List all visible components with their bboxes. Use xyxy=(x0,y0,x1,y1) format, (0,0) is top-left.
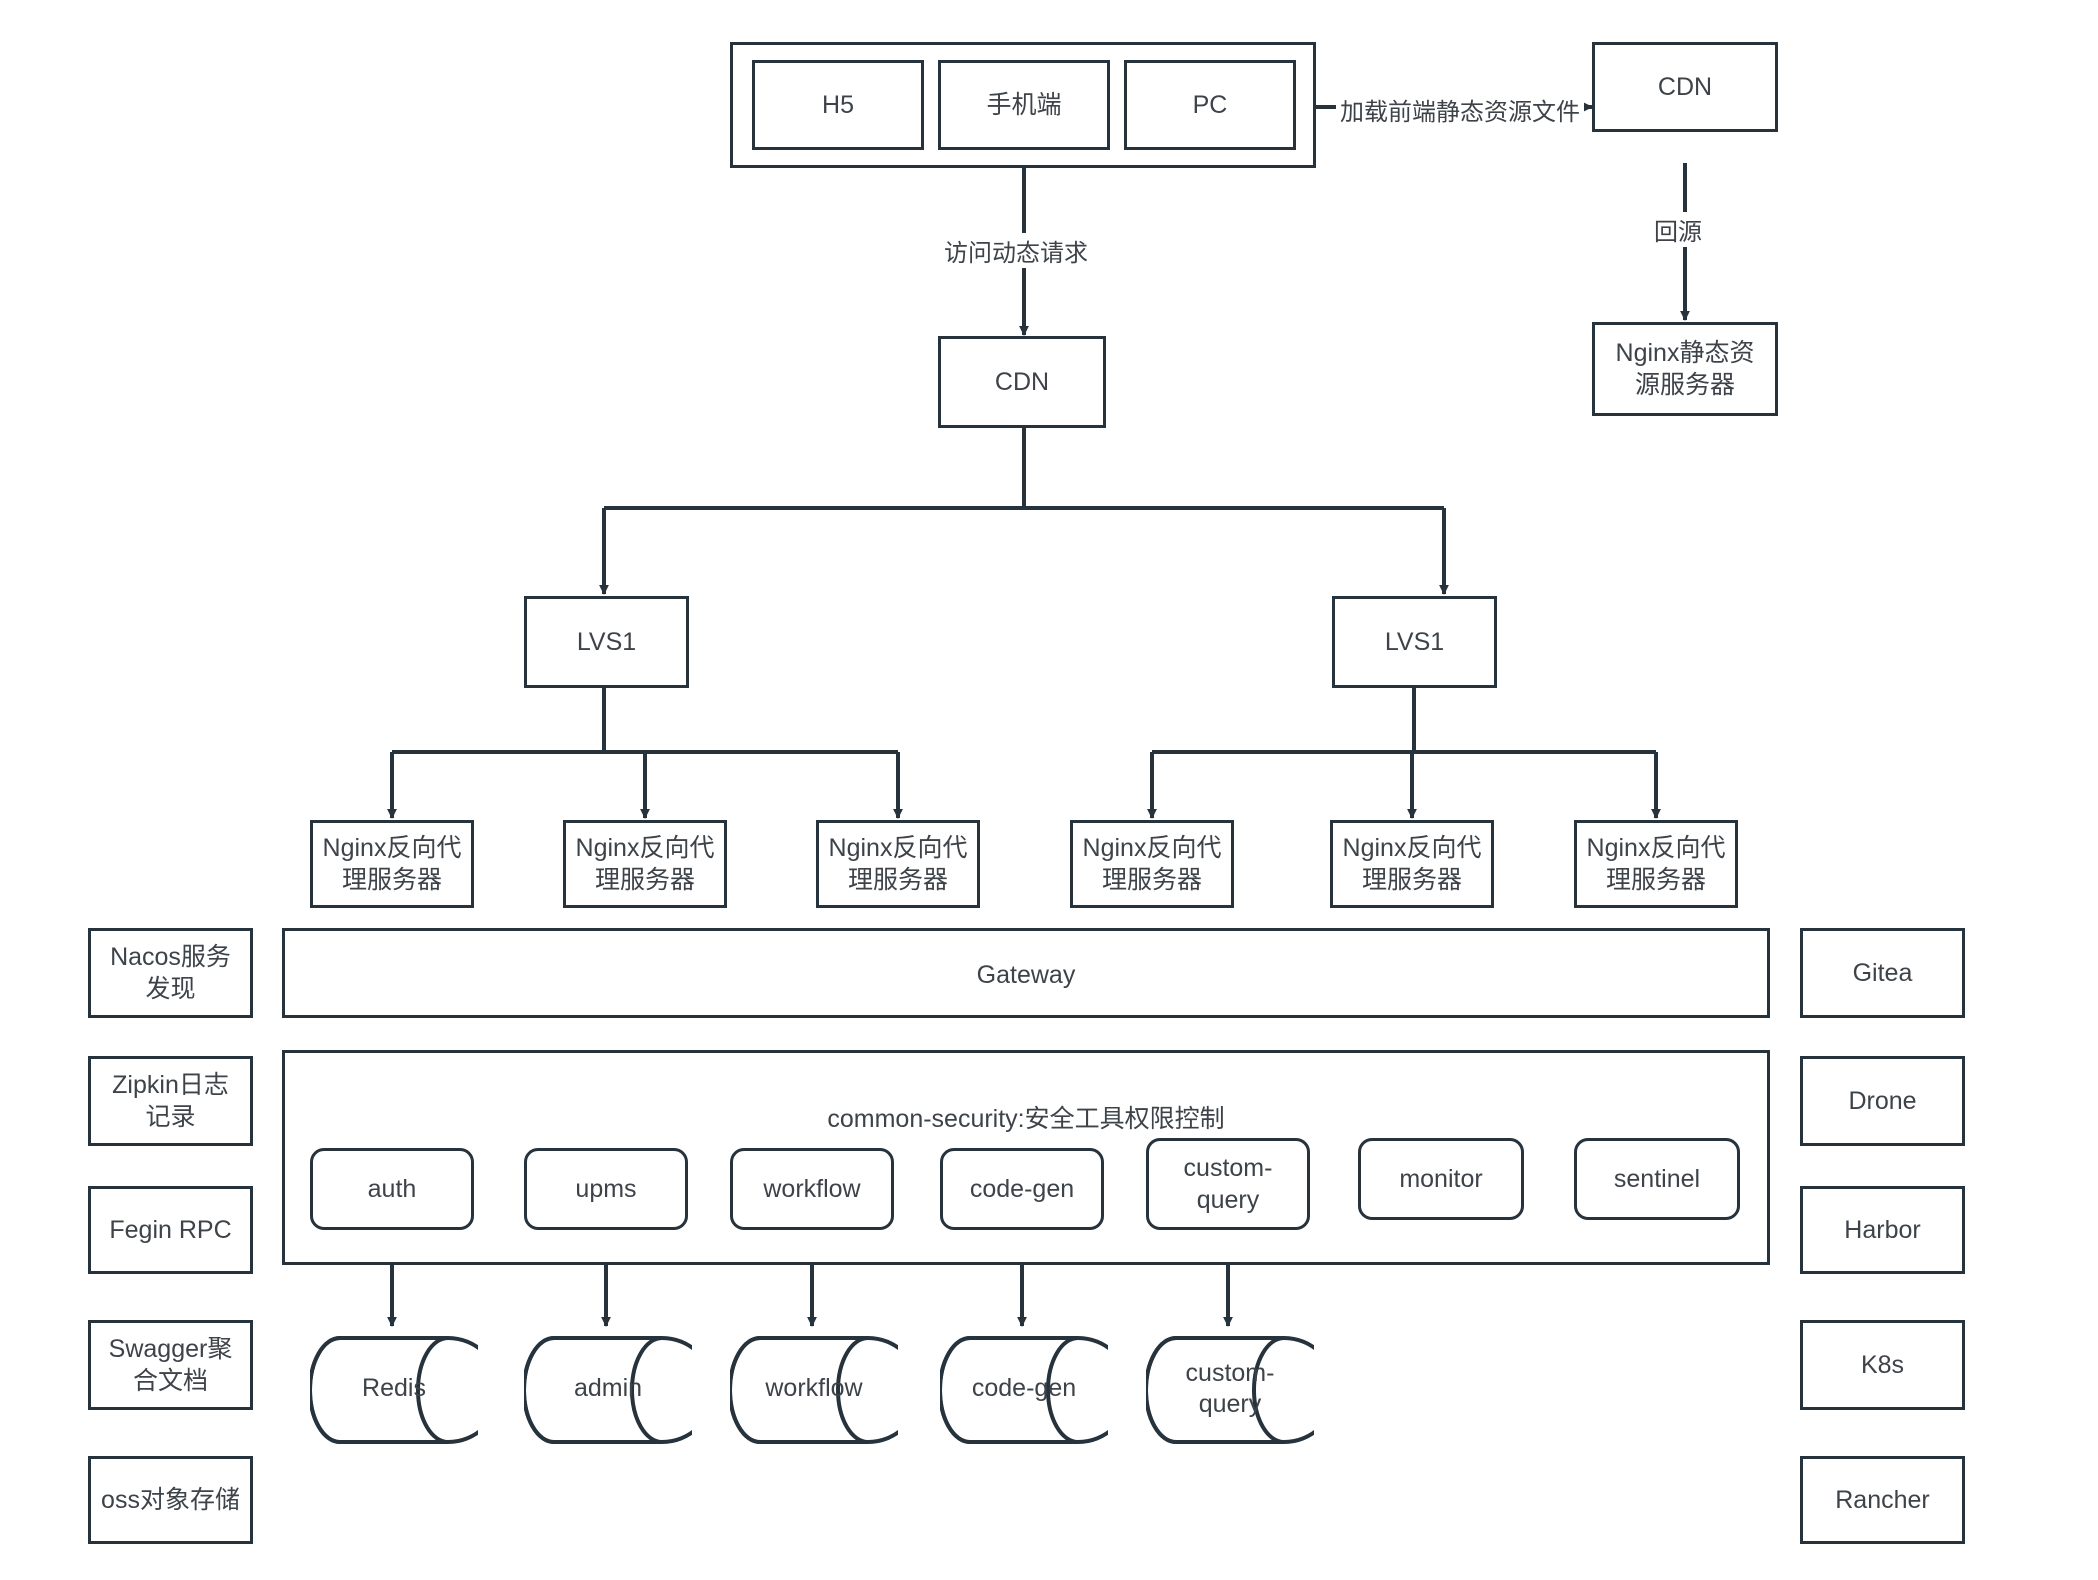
client-mobile[interactable]: 手机端 xyxy=(938,60,1110,150)
service-monitor-label: monitor xyxy=(1399,1165,1483,1193)
service-auth[interactable]: auth xyxy=(310,1148,474,1230)
sidebar-item-nacos[interactable]: Nacos服务 发现 xyxy=(88,928,253,1018)
dynamic-cdn-box[interactable]: CDN xyxy=(938,336,1106,428)
client-h5[interactable]: H5 xyxy=(752,60,924,150)
sidebar-item-nacos-label: Nacos服务 发现 xyxy=(110,943,231,1003)
datastore-admin-label: admin xyxy=(573,1374,643,1402)
gateway-label: Gateway xyxy=(976,961,1076,989)
nginx-proxy-3-label: Nginx反向代 理服务器 xyxy=(828,834,968,894)
service-monitor[interactable]: monitor xyxy=(1358,1138,1524,1220)
nginx-proxy-6-label: Nginx反向代 理服务器 xyxy=(1586,834,1726,894)
gateway-band[interactable]: Gateway xyxy=(282,928,1770,1018)
nginx-static-origin-label: Nginx静态资 源服务器 xyxy=(1615,339,1755,399)
nginx-proxy-3[interactable]: Nginx反向代 理服务器 xyxy=(816,820,980,908)
origin-pull-edge-label: 回源 xyxy=(1650,212,1706,247)
static-resource-edge-label: 加载前端静态资源文件 xyxy=(1336,92,1584,127)
service-code-gen[interactable]: code-gen xyxy=(940,1148,1104,1230)
service-workflow-label: workflow xyxy=(763,1175,861,1203)
datastore-workflow[interactable]: workflow xyxy=(730,1330,898,1450)
sidebar-item-harbor-label: Harbor xyxy=(1844,1216,1921,1244)
datastore-workflow-label: workflow xyxy=(765,1374,863,1402)
sidebar-item-k8s-label: K8s xyxy=(1860,1351,1905,1379)
lvs-box-1-label: LVS1 xyxy=(576,628,637,656)
datastore-code-gen-label: code-gen xyxy=(971,1374,1077,1402)
lvs-box-1[interactable]: LVS1 xyxy=(524,596,689,688)
client-pc[interactable]: PC xyxy=(1124,60,1296,150)
service-auth-label: auth xyxy=(367,1175,417,1203)
nginx-proxy-4[interactable]: Nginx反向代 理服务器 xyxy=(1070,820,1234,908)
sidebar-item-fegin-rpc-label: Fegin RPC xyxy=(109,1216,232,1244)
datastore-code-gen[interactable]: code-gen xyxy=(940,1330,1108,1450)
service-upms[interactable]: upms xyxy=(524,1148,688,1230)
nginx-proxy-5-label: Nginx反向代 理服务器 xyxy=(1342,834,1482,894)
dynamic-cdn-label: CDN xyxy=(994,368,1050,396)
datastore-custom-query[interactable]: custom- query xyxy=(1146,1330,1314,1450)
sidebar-item-gitea-label: Gitea xyxy=(1852,959,1913,987)
lvs-box-2-label: LVS1 xyxy=(1384,628,1445,656)
sidebar-item-swagger-label: Swagger聚 合文档 xyxy=(108,1335,233,1395)
datastore-admin[interactable]: admin xyxy=(524,1330,692,1450)
datastore-custom-query-label: custom- query xyxy=(1185,1359,1275,1419)
nginx-proxy-2[interactable]: Nginx反向代 理服务器 xyxy=(563,820,727,908)
nginx-proxy-1-label: Nginx反向代 理服务器 xyxy=(322,834,462,894)
client-pc-label: PC xyxy=(1192,91,1228,119)
client-h5-label: H5 xyxy=(822,91,854,119)
datastore-redis-label: Redis xyxy=(362,1374,426,1402)
sidebar-item-gitea[interactable]: Gitea xyxy=(1800,928,1965,1018)
sidebar-item-harbor[interactable]: Harbor xyxy=(1800,1186,1965,1274)
nginx-proxy-1[interactable]: Nginx反向代 理服务器 xyxy=(310,820,474,908)
service-code-gen-label: code-gen xyxy=(969,1175,1075,1203)
service-custom-query-label: custom- query xyxy=(1183,1154,1273,1214)
dynamic-request-edge-label: 访问动态请求 xyxy=(940,233,1092,268)
sidebar-item-rancher[interactable]: Rancher xyxy=(1800,1456,1965,1544)
sidebar-item-k8s[interactable]: K8s xyxy=(1800,1320,1965,1410)
nginx-proxy-5[interactable]: Nginx反向代 理服务器 xyxy=(1330,820,1494,908)
sidebar-item-zipkin[interactable]: Zipkin日志 记录 xyxy=(88,1056,253,1146)
datastore-redis[interactable]: Redis xyxy=(310,1330,478,1450)
sidebar-item-zipkin-label: Zipkin日志 记录 xyxy=(112,1071,229,1131)
sidebar-item-drone-label: Drone xyxy=(1848,1087,1917,1115)
nginx-proxy-6[interactable]: Nginx反向代 理服务器 xyxy=(1574,820,1738,908)
service-upms-label: upms xyxy=(575,1175,637,1203)
common-security-label: common-security:安全工具权限控制 xyxy=(827,1105,1225,1133)
static-cdn-label: CDN xyxy=(1657,73,1713,101)
service-sentinel-label: sentinel xyxy=(1613,1165,1701,1193)
sidebar-item-oss-label: oss对象存储 xyxy=(101,1486,240,1514)
sidebar-item-swagger[interactable]: Swagger聚 合文档 xyxy=(88,1320,253,1410)
sidebar-item-rancher-label: Rancher xyxy=(1835,1486,1930,1514)
service-custom-query[interactable]: custom- query xyxy=(1146,1138,1310,1230)
client-mobile-label: 手机端 xyxy=(986,91,1062,119)
service-sentinel[interactable]: sentinel xyxy=(1574,1138,1740,1220)
sidebar-item-fegin-rpc[interactable]: Fegin RPC xyxy=(88,1186,253,1274)
nginx-proxy-4-label: Nginx反向代 理服务器 xyxy=(1082,834,1222,894)
nginx-static-origin-box[interactable]: Nginx静态资 源服务器 xyxy=(1592,322,1778,416)
lvs-box-2[interactable]: LVS1 xyxy=(1332,596,1497,688)
nginx-proxy-2-label: Nginx反向代 理服务器 xyxy=(575,834,715,894)
sidebar-item-oss[interactable]: oss对象存储 xyxy=(88,1456,253,1544)
service-workflow[interactable]: workflow xyxy=(730,1148,894,1230)
static-cdn-box[interactable]: CDN xyxy=(1592,42,1778,132)
sidebar-item-drone[interactable]: Drone xyxy=(1800,1056,1965,1146)
